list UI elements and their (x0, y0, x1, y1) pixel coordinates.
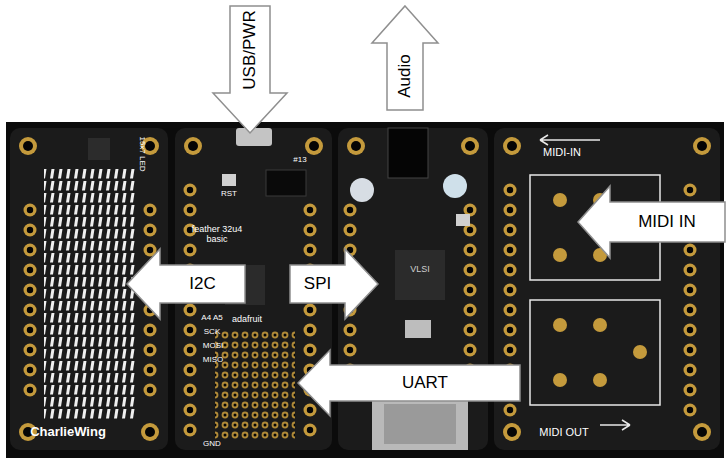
mount-hole (145, 427, 155, 437)
bus-label: SPI (304, 275, 331, 294)
pad (593, 248, 607, 262)
crystal (405, 320, 431, 338)
pad (633, 345, 647, 359)
photo-background (6, 122, 724, 458)
mount-pad (461, 137, 479, 155)
mount-pad (141, 423, 159, 441)
mount-pad (347, 137, 365, 155)
mounting-holes (19, 137, 711, 441)
block-arrow (372, 6, 438, 110)
mount-pad (184, 137, 202, 155)
silkscreen-text: VLSI (410, 265, 430, 275)
header-row (20, 200, 40, 400)
pad (593, 373, 607, 387)
silkscreen-text: feather 32u4 basic (188, 225, 246, 245)
direction-arrow (600, 420, 630, 430)
header-row (340, 200, 360, 400)
pcb (494, 128, 720, 450)
sd-card-slot (372, 392, 468, 450)
mount-hole (697, 427, 707, 437)
mount-pad (19, 137, 37, 155)
pin-name: SCK (204, 328, 220, 337)
pin-name: RST (221, 190, 237, 199)
mount-hole (351, 141, 361, 151)
mount-hole (507, 141, 517, 151)
mount-hole (465, 141, 475, 151)
circuit-board: MIDI-IN MIDI OUT (494, 128, 720, 450)
din-pads (553, 193, 647, 387)
header-row (180, 180, 200, 440)
silkscreen-text: adafruit (232, 315, 262, 325)
arrow-label: USB/PWR (241, 10, 260, 89)
usb-connector (236, 128, 272, 146)
silkscreen-text: CharlieWing (30, 425, 106, 439)
block-arrow (213, 6, 287, 133)
pin-name: MISO (203, 356, 223, 365)
block-arrow (127, 249, 245, 319)
circuit-board: VLSI (338, 128, 488, 450)
external-arrows (213, 6, 725, 258)
block-arrow (290, 249, 378, 319)
pad (553, 318, 567, 332)
arrow-label: Audio (396, 54, 415, 97)
mount-hole (507, 427, 517, 437)
mount-pad (693, 423, 711, 441)
bus-label: UART (402, 374, 448, 393)
mount-pad (693, 137, 711, 155)
silkscreen-text: MIDI OUT (539, 426, 589, 438)
pad (553, 373, 567, 387)
silkscreen-text: MIDI-IN (543, 146, 581, 158)
block-arrow (578, 186, 725, 258)
mount-hole (697, 141, 707, 151)
pin-name: #13 (293, 156, 306, 165)
mount-pad (305, 137, 323, 155)
pin-name: A4 A5 (201, 314, 222, 323)
microcontroller-chip (225, 265, 265, 305)
button (456, 214, 470, 226)
mount-hole (145, 141, 155, 151)
pin-name: GND (203, 440, 221, 449)
block-arrow (298, 350, 520, 416)
mount-pad (503, 137, 521, 155)
pad (593, 193, 607, 207)
mount-pad (503, 423, 521, 441)
sd-card-slot-inner (384, 404, 456, 444)
pad (553, 193, 567, 207)
header-row (460, 200, 480, 400)
connector-group (127, 249, 520, 416)
capacitor (350, 178, 374, 202)
driver-chip (88, 138, 110, 160)
header-row (140, 200, 160, 400)
din-outlines (530, 135, 660, 430)
pcb (10, 128, 168, 450)
led-matrix (44, 168, 136, 420)
proto-area (215, 330, 295, 440)
pin-name: MOSI (203, 342, 223, 351)
arrow-label: MIDI IN (638, 213, 696, 232)
direction-arrow (540, 135, 600, 145)
pad (553, 248, 567, 262)
silkscreen-text: 15x7 LED (138, 136, 147, 171)
bus-label: I2C (189, 275, 215, 294)
pcb (175, 128, 332, 450)
codec-chip (395, 250, 445, 300)
audio-jack (388, 128, 428, 178)
reset-button (222, 174, 236, 186)
mount-hole (23, 141, 33, 151)
header-row (300, 200, 320, 440)
din-outline (530, 300, 660, 405)
capacitor (443, 174, 467, 198)
circuit-board: 15x7 LED CharlieWing (10, 128, 168, 450)
battery-connector (266, 170, 306, 196)
mount-hole (309, 141, 319, 151)
header-row (500, 180, 520, 420)
mount-hole (188, 141, 198, 151)
pad (593, 318, 607, 332)
pcb (338, 128, 488, 450)
